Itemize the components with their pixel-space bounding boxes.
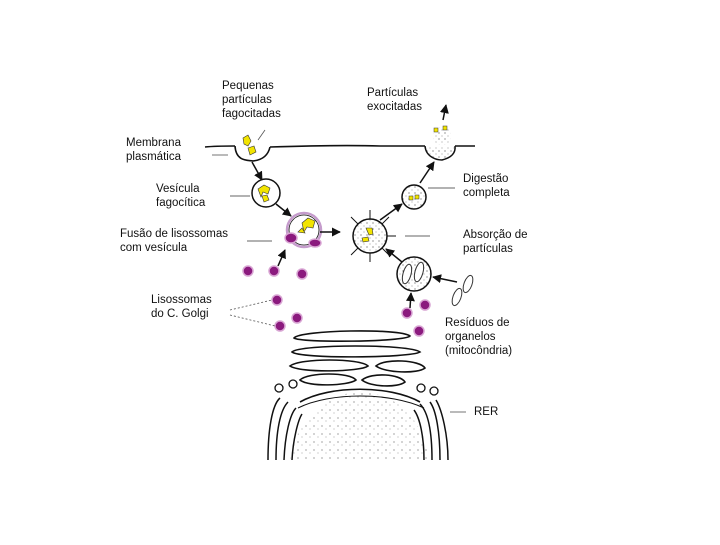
- label-line: do C. Golgi: [151, 308, 209, 320]
- label-membrana-plasmatica: Membrana plasmática: [126, 136, 181, 164]
- label-line: organelos: [445, 331, 496, 343]
- label-line: Lisossomas: [151, 294, 212, 306]
- plasma-membrane: [204, 144, 475, 148]
- label-lisossomas-golgi: Lisossomas do C. Golgi: [151, 293, 212, 321]
- nucleus: [290, 392, 428, 460]
- label-line: Vesícula: [156, 183, 200, 195]
- label-line: Digestão: [463, 173, 509, 185]
- label-line: Pequenas: [222, 80, 274, 92]
- label-line: partículas: [463, 243, 513, 255]
- residue-vesicle: [396, 256, 432, 292]
- label-line: Partículas: [367, 87, 419, 99]
- label-residuos-organelos: Resíduos de organelos (mitocôndria): [445, 316, 512, 358]
- digestion-vesicle: [401, 184, 427, 210]
- label-absorcao-particulas: Absorção de partículas: [463, 228, 528, 256]
- mitochondrion: [451, 287, 463, 307]
- rough-er: [267, 397, 449, 461]
- label-line: Membrana: [126, 137, 181, 149]
- label-line: exocitadas: [367, 101, 422, 113]
- label-line: fagocitadas: [222, 108, 281, 120]
- label-vesicula-fagocitica: Vesícula fagocítica: [156, 182, 205, 210]
- golgi-apparatus: [288, 330, 427, 387]
- label-line: plasmática: [126, 151, 181, 163]
- label-digestao-completa: Digestão completa: [463, 172, 510, 200]
- label-rer: RER: [474, 406, 499, 418]
- label-particulas-exocitadas: Partículas exocitadas: [367, 86, 422, 114]
- label-line: (mitocôndria): [445, 345, 513, 357]
- label-line: partículas: [222, 94, 272, 106]
- absorption-vesicle: [350, 210, 396, 262]
- mitochondrion: [462, 274, 474, 294]
- label-pequenas-particulas: Pequenas partículas fagocitadas: [222, 79, 281, 121]
- membrane-invagination: [234, 145, 271, 162]
- label-line: fagocítica: [156, 197, 206, 209]
- exocytosis-vesicle: [424, 145, 456, 161]
- label-line: completa: [463, 187, 510, 199]
- lysosomes-group: [242, 265, 431, 337]
- label-line: Fusão de lisossomas: [120, 228, 229, 240]
- label-fusao-lisossomas: Fusão de lisossomas com vesícula: [120, 227, 228, 255]
- label-line: com vesícula: [120, 242, 188, 254]
- label-line: Absorção de: [463, 229, 528, 241]
- label-line: Resíduos de: [445, 317, 510, 329]
